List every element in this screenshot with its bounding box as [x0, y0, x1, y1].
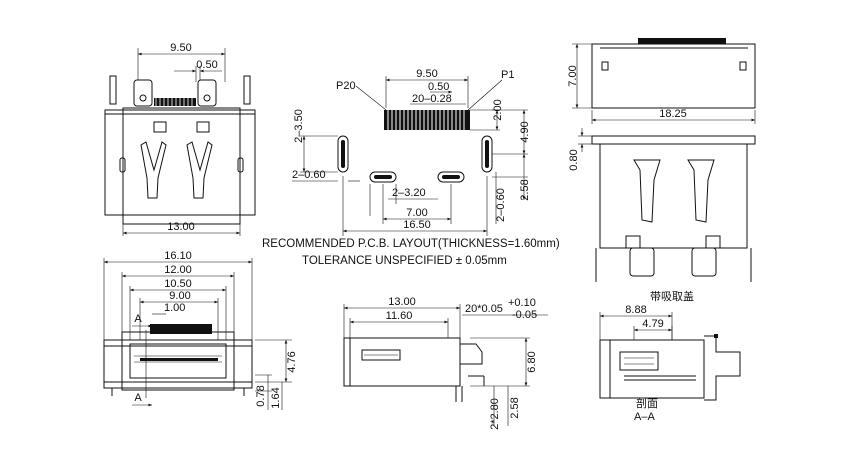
dim-bm-tab-a: 20*0.05	[465, 303, 503, 315]
dim-pcb-left-slot-width: 2–0.60	[292, 169, 326, 181]
dim-front-width-bottom: 13.00	[167, 221, 195, 233]
bottom-mid-body	[343, 337, 485, 402]
front-view-body	[104, 75, 256, 225]
front-view: 9.50 0.50 13.00	[104, 42, 256, 236]
caption-section-aa: A–A	[634, 411, 655, 423]
front-view-dimensions: 9.50 0.50 13.00	[122, 42, 241, 236]
dim-front-width-top: 9.50	[170, 42, 191, 54]
dim-pcb-right-offset: 2.58	[519, 179, 531, 200]
label-pin-20: P20	[336, 80, 356, 92]
dim-pcb-center-slot: 2–3.20	[392, 187, 426, 199]
dim-section-len1: 8.88	[625, 304, 646, 316]
dim-bm-pin-off: 2.58	[509, 397, 521, 418]
dim-pcb-right-dist: 4.90	[519, 121, 531, 142]
bottom-left-view: 16.10 12.00 10.50 9.00 1.00 A A 4.76	[103, 250, 298, 410]
front-view-pins	[154, 98, 196, 106]
pcb-layout-pads	[337, 110, 493, 183]
bottom-mid-dimensions: 13.00 11.60 20*0.05 +0.10 -0.05 6.80 2*2…	[343, 296, 548, 430]
dim-pcb-right-slot-width: 2–0.60	[495, 188, 507, 222]
dim-bl-h-small: 0.78	[255, 385, 267, 406]
dim-pcb-outer-span: 16.50	[403, 219, 431, 231]
dim-bm-inner-length: 11.60	[386, 310, 413, 322]
dim-bl-w3: 10.50	[164, 278, 192, 290]
note-tolerance: TOLERANCE UNSPECIFIED ± 0.05mm	[302, 255, 507, 267]
pcb-layout-view: 9.50 0.50 20–0.28 P20 P1 2.00 2–3.50	[262, 68, 560, 267]
bottom-mid-view: 13.00 11.60 20*0.05 +0.10 -0.05 6.80 2*2…	[343, 296, 548, 430]
dim-bl-w2: 12.00	[164, 264, 192, 276]
dim-bl-w4: 9.00	[169, 290, 190, 302]
top-right-view: 7.00 18.25	[567, 38, 756, 124]
dim-bm-length: 13.00	[388, 296, 416, 308]
pcb-layout-dimensions: 9.50 0.50 20–0.28 P20 P1 2.00 2–3.50	[292, 68, 531, 236]
dim-mid-right-offset: 0.80	[568, 149, 580, 170]
dim-pcb-pin-range: 20–0.28	[412, 93, 452, 105]
dim-top-right-height: 7.00	[567, 65, 579, 86]
dim-pcb-total-pitch: 9.50	[416, 68, 437, 80]
bottom-left-body	[103, 324, 253, 396]
caption-section: 剖面	[636, 396, 658, 410]
section-mark-top: A	[134, 313, 142, 325]
bottom-left-dimensions: 16.10 12.00 10.50 9.00 1.00 A A 4.76	[103, 250, 298, 410]
dim-bm-tab-plus: +0.10	[508, 297, 536, 309]
dim-pcb-left-slot: 2–3.50	[293, 109, 305, 143]
dim-pcb-pitch: 0.50	[428, 81, 449, 93]
dim-bl-w5: 1.00	[164, 302, 185, 314]
dim-pcb-center-span: 7.00	[406, 207, 427, 219]
note-recommended-layout: RECOMMENDED P.C.B. LAYOUT(THICKNESS=1.60…	[262, 238, 560, 250]
dim-section-len2: 4.79	[642, 318, 663, 330]
dim-bl-h-mid: 1.64	[270, 387, 282, 408]
dim-bm-height: 6.80	[526, 351, 538, 372]
pcb-layout-notes: RECOMMENDED P.C.B. LAYOUT(THICKNESS=1.60…	[262, 238, 560, 267]
caption-with-pickup-cap: 带吸取盖	[650, 289, 694, 303]
dim-front-pitch: 0.50	[196, 59, 217, 71]
dim-bl-h-total: 4.76	[286, 351, 298, 372]
section-mark-bottom: A	[134, 392, 142, 404]
dim-top-right-width: 18.25	[659, 108, 687, 120]
section-view: 8.88 4.79 剖面 A–A	[599, 304, 741, 423]
dim-bl-w1: 16.10	[164, 250, 192, 262]
mid-right-view: 0.80 带吸取盖	[568, 128, 756, 303]
label-pin-1: P1	[501, 69, 514, 81]
dim-bm-pin-len: 2*2.80	[489, 398, 501, 430]
